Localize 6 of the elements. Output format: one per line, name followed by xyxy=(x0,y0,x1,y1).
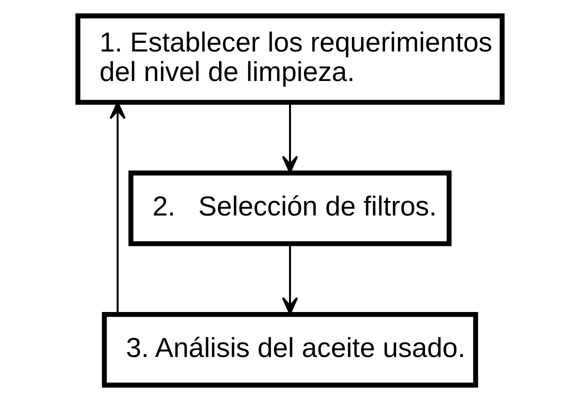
arrow xyxy=(282,244,298,315)
node-box: 2. Selección de filtros. xyxy=(128,170,452,246)
node-box: 1. Establecer los requerimientos del nivel de limpieza. xyxy=(75,13,505,105)
arrow xyxy=(110,102,126,314)
arrow xyxy=(282,103,298,174)
node-box: 3. Análisis del aceite usado. xyxy=(102,312,478,388)
